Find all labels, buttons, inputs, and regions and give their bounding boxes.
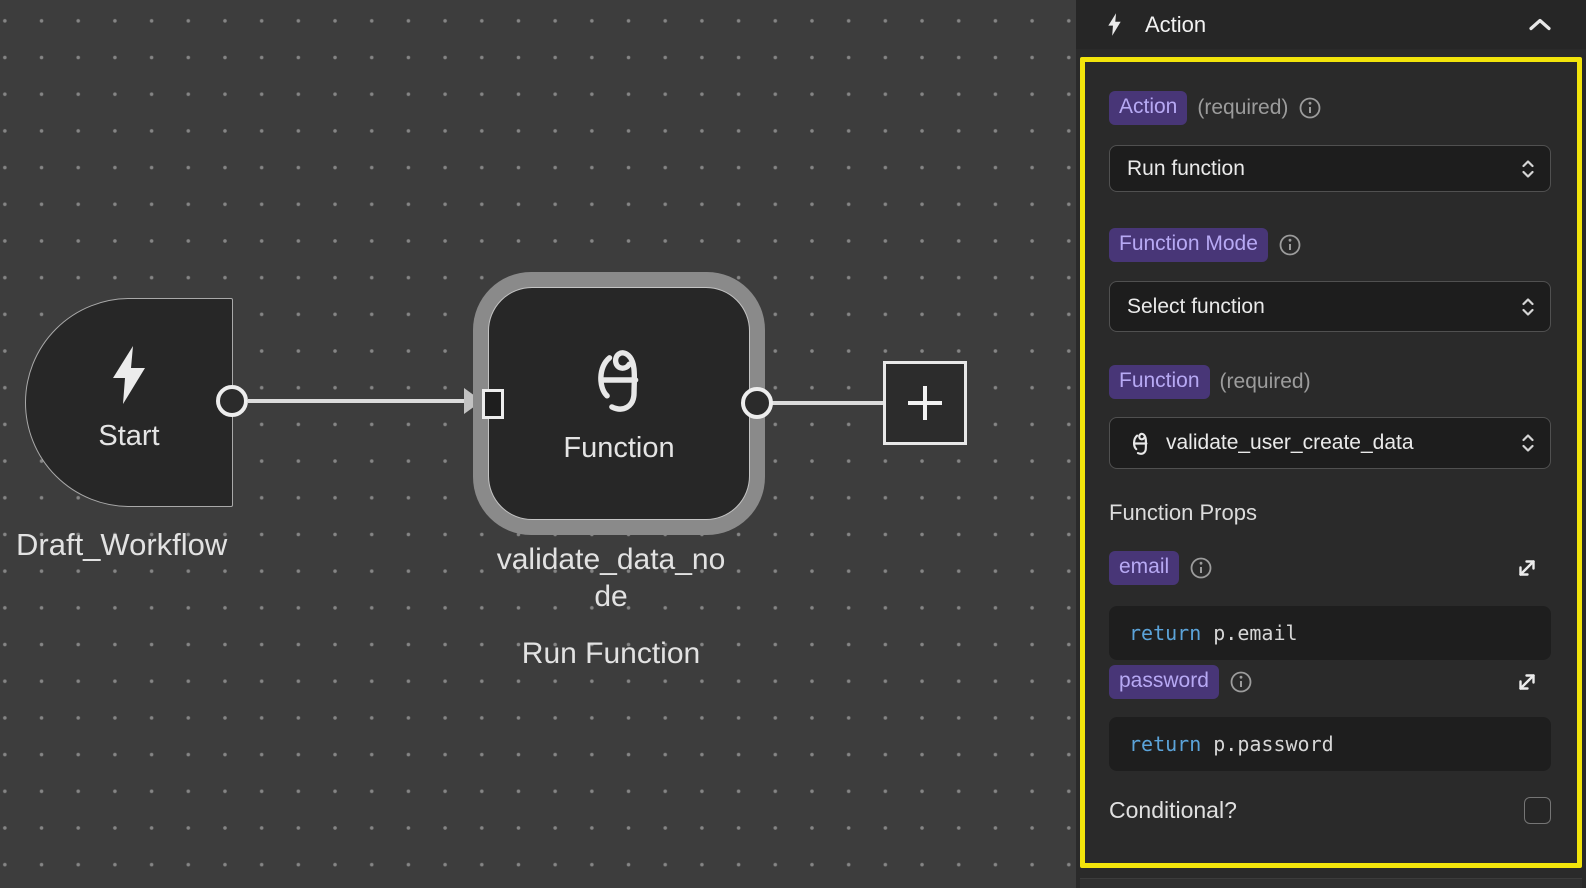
email-code-editor[interactable]: return p.email: [1109, 606, 1551, 660]
password-prop-label: password: [1109, 665, 1219, 699]
action-field-label: Action: [1109, 91, 1188, 125]
password-code-editor[interactable]: return p.password: [1109, 717, 1551, 771]
info-icon[interactable]: [1298, 96, 1322, 120]
conditional-row: Conditional?: [1109, 795, 1551, 825]
function-mode-field-label: Function Mode: [1109, 228, 1268, 262]
function-props-title-row: Function Props: [1109, 496, 1551, 530]
conditional-label: Conditional?: [1109, 796, 1237, 823]
function-icon: [581, 342, 657, 418]
start-node-name-label: Draft_Workflow: [16, 527, 228, 562]
function-props-title: Function Props: [1109, 500, 1257, 525]
action-label-row: Action (required): [1109, 90, 1551, 126]
lightning-icon: [1106, 13, 1123, 36]
info-icon[interactable]: [1229, 670, 1253, 694]
action-select[interactable]: Run function: [1109, 145, 1551, 192]
workflow-canvas[interactable]: Start Function: [0, 0, 1078, 888]
function-mode-select[interactable]: Select function: [1109, 281, 1551, 332]
expand-icon[interactable]: [1515, 670, 1539, 694]
function-icon: [1127, 430, 1154, 457]
function-output-port[interactable]: [741, 387, 773, 419]
password-prop-row: password: [1109, 662, 1551, 702]
email-prop-label: email: [1109, 551, 1180, 585]
expand-icon[interactable]: [1515, 556, 1539, 580]
function-label-row: Function (required): [1109, 364, 1551, 400]
chevron-up-icon[interactable]: [1528, 18, 1552, 31]
stepper-icon: [1520, 297, 1536, 317]
function-node-name-label: validate_data_no de: [496, 543, 726, 613]
function-field-label: Function: [1109, 365, 1210, 399]
function-select[interactable]: validate_user_create_data: [1109, 417, 1551, 469]
function-node-title: Function: [563, 432, 675, 464]
stepper-icon: [1520, 433, 1536, 453]
edge-start-to-function[interactable]: [248, 399, 467, 403]
start-node-title: Start: [98, 420, 160, 452]
start-output-port[interactable]: [216, 385, 248, 417]
email-prop-row: email: [1109, 549, 1551, 587]
action-section-header[interactable]: Action: [1076, 0, 1586, 49]
node-start[interactable]: Start: [25, 298, 233, 507]
node-function[interactable]: Function: [488, 287, 750, 520]
section-title: Action: [1145, 11, 1207, 37]
function-node-selection-ring: Function: [473, 272, 765, 535]
function-mode-label-row: Function Mode: [1109, 227, 1551, 263]
stepper-icon: [1520, 159, 1536, 179]
conditional-checkbox[interactable]: [1524, 796, 1551, 824]
edge-function-to-add[interactable]: [757, 401, 884, 405]
function-node-subtitle-label: Run Function: [521, 637, 701, 670]
info-icon[interactable]: [1189, 556, 1213, 580]
plus-icon: [903, 381, 947, 425]
highlighted-region: Action (required) Run function: [1080, 57, 1582, 868]
action-properties-panel: Action Action (required): [1076, 0, 1586, 888]
add-node-button[interactable]: [883, 361, 967, 445]
info-icon[interactable]: [1278, 233, 1302, 257]
lightning-icon: [107, 346, 151, 404]
function-input-port[interactable]: [482, 389, 504, 419]
collapsed-next-section[interactable]: [1080, 878, 1582, 888]
